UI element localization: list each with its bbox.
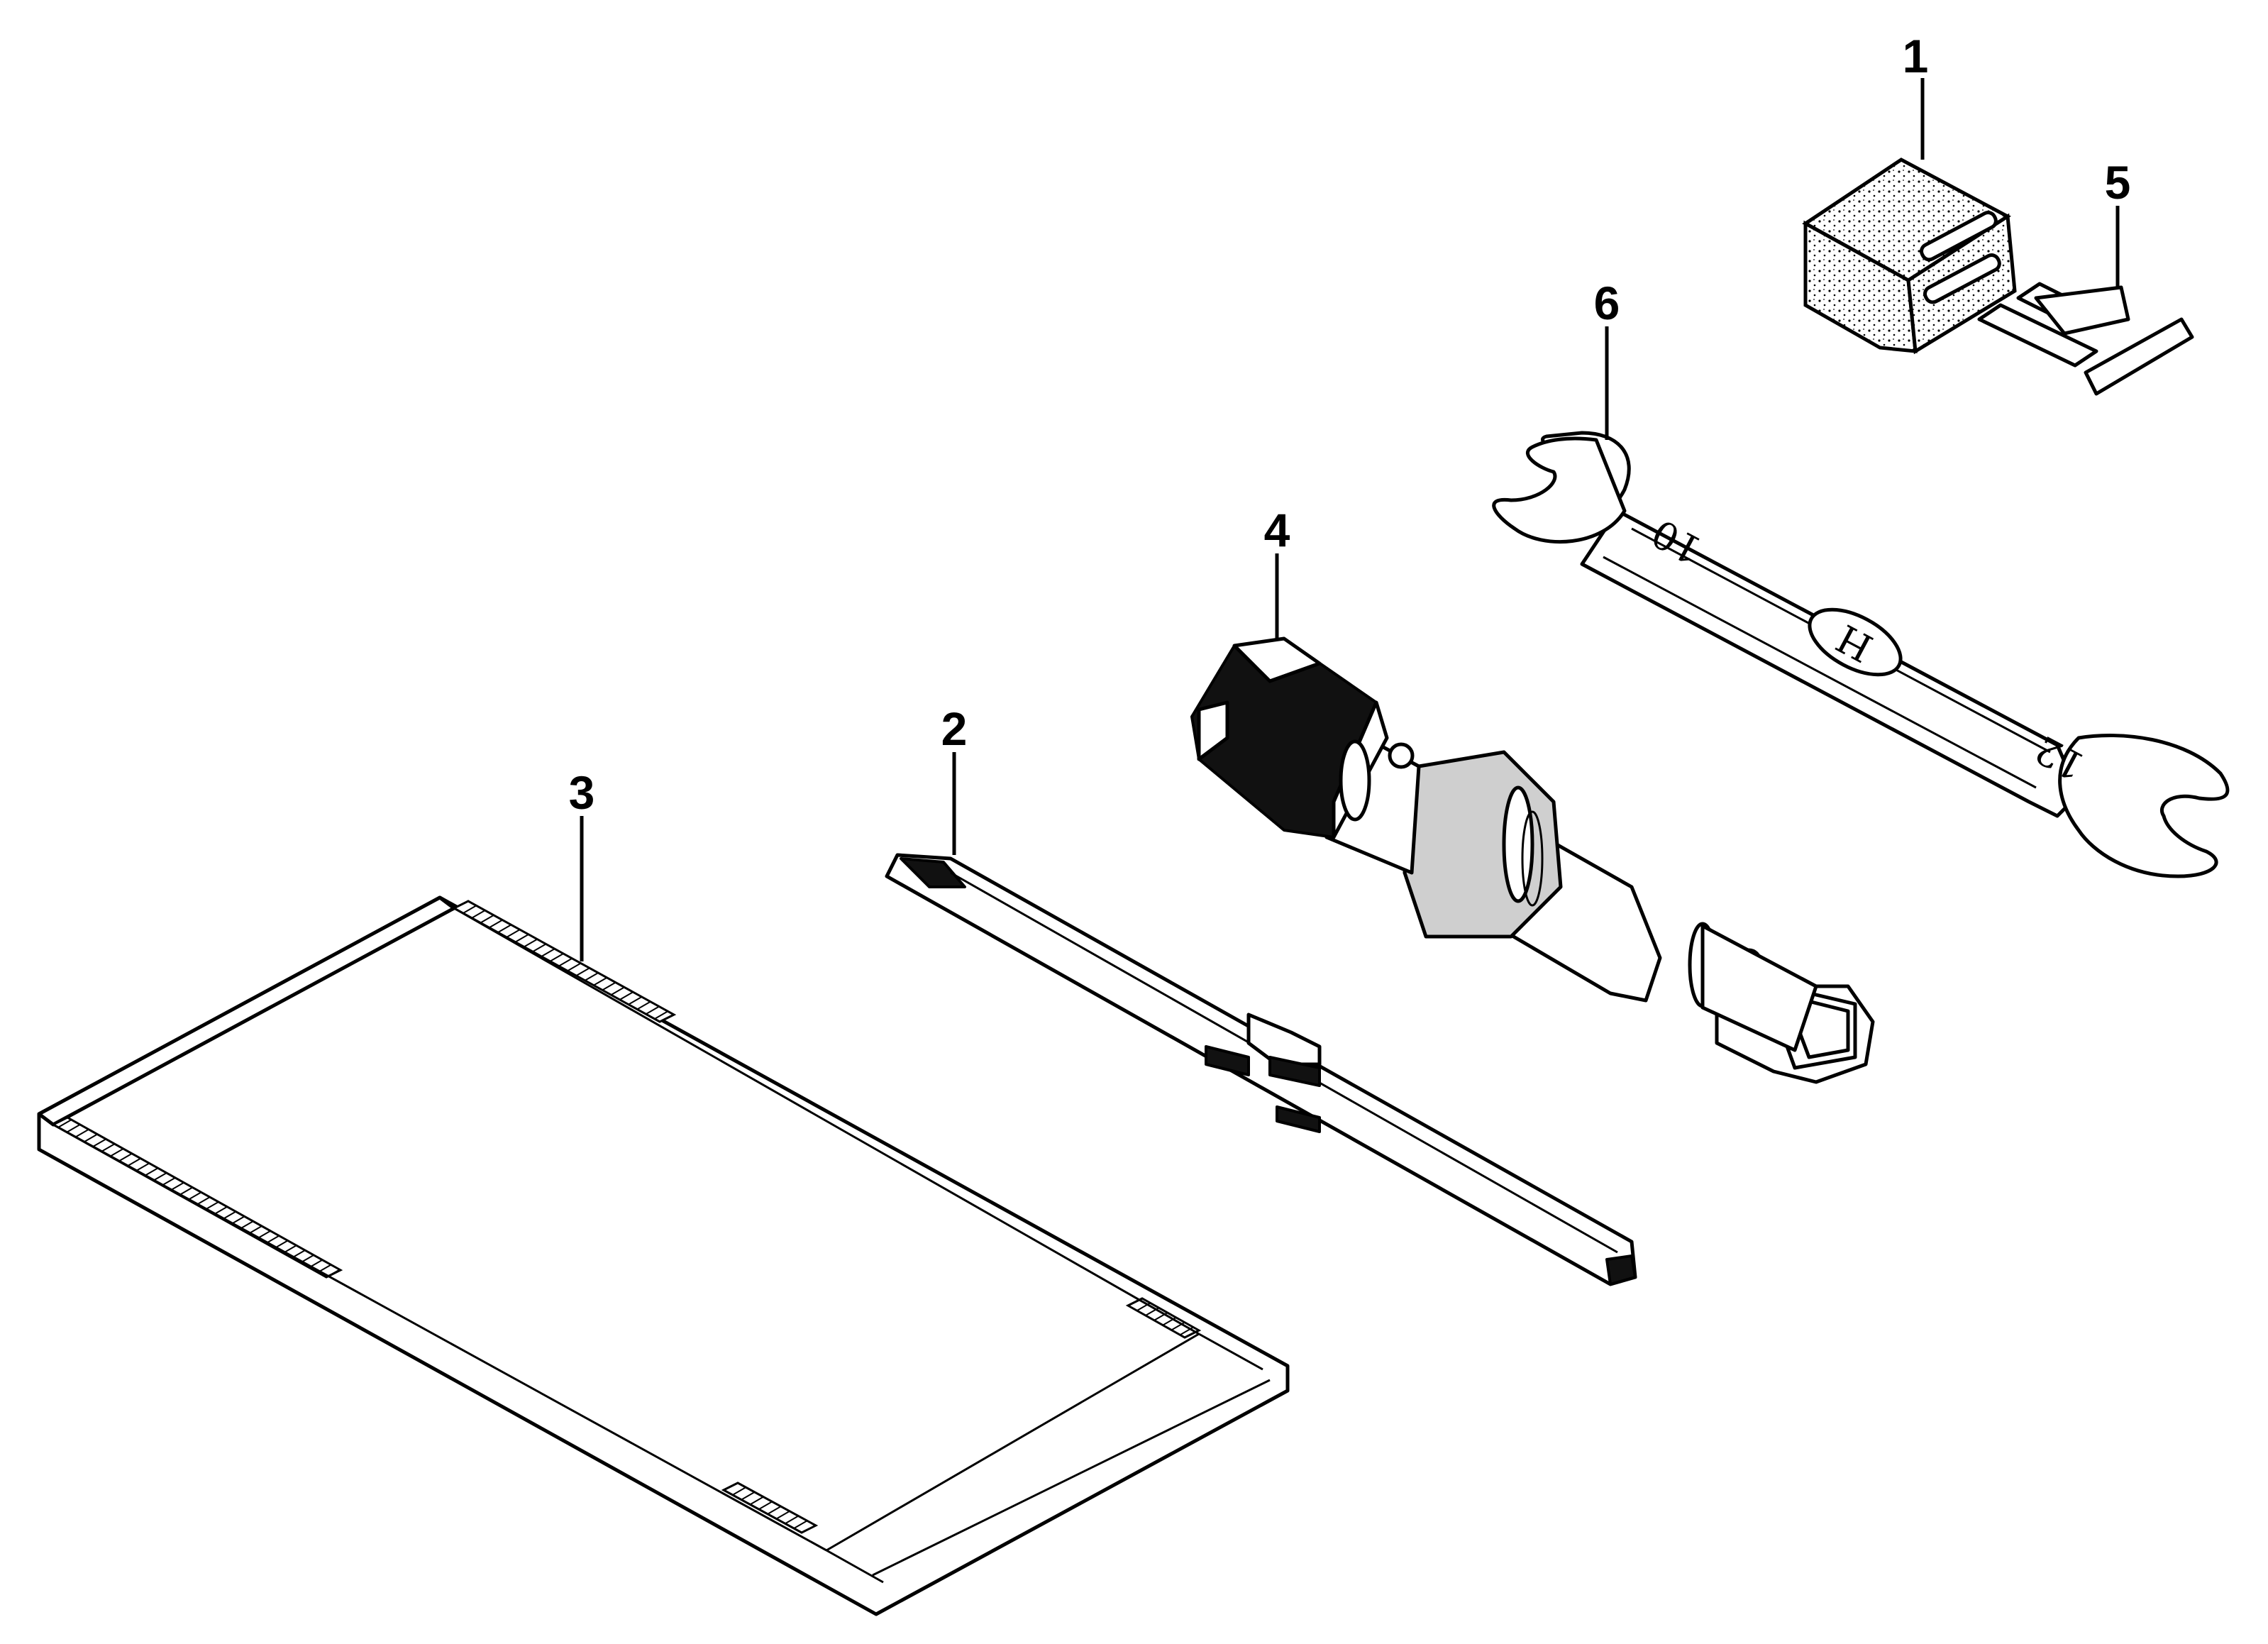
open-end-wrench: H 10 12: [1492, 431, 2230, 878]
callout-numbers: 1 2 3 4 5 6: [569, 30, 2131, 819]
fuse: [1977, 282, 2194, 396]
callout-2: 2: [941, 702, 968, 755]
tool-bag: [37, 895, 1290, 1616]
fuse-box: [1802, 158, 2017, 355]
callout-4: 4: [1264, 504, 1290, 556]
leader-lines: [580, 78, 2120, 961]
callout-3: 3: [569, 766, 595, 819]
callout-6: 6: [1594, 277, 1620, 329]
callout-1: 1: [1903, 30, 1929, 82]
socket-wrench: [1190, 636, 1875, 1084]
screwdriver: [885, 853, 1637, 1286]
callout-5: 5: [2105, 156, 2131, 209]
